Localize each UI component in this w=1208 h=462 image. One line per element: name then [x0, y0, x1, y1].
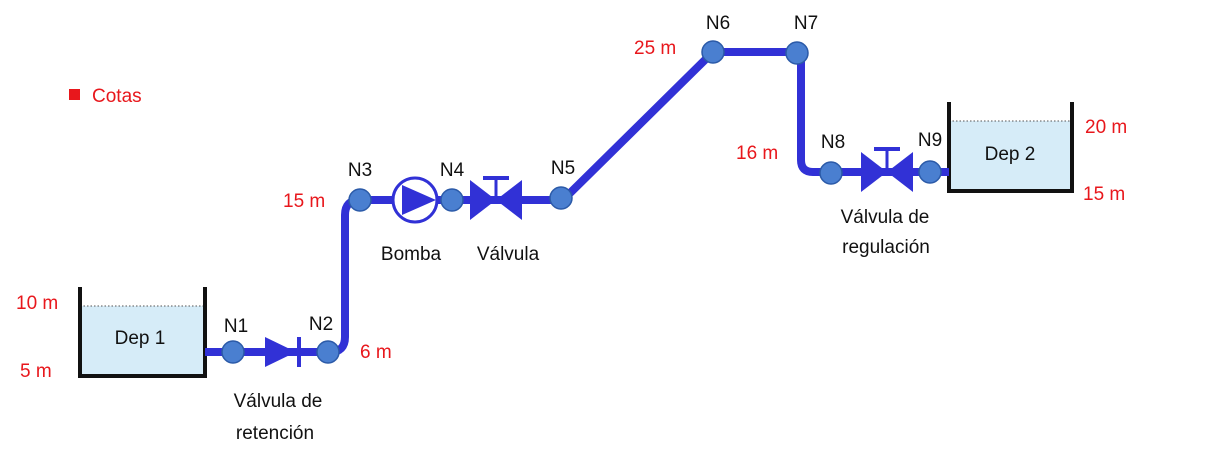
node-n3 [348, 188, 372, 212]
node-label-n3: N3 [348, 160, 372, 181]
cota-n2: 6 m [360, 342, 392, 363]
legend-label: Cotas [92, 86, 142, 107]
regulating-valve [861, 147, 913, 192]
cota-dep1-top: 10 m [16, 293, 58, 314]
tank-dep1: Dep 1 [78, 287, 207, 378]
regulating-valve-label-line2: regulación [842, 237, 930, 258]
node-label-n6: N6 [706, 13, 730, 34]
tank-dep2: Dep 2 [947, 102, 1074, 193]
node-n9 [918, 160, 942, 184]
pump-arrow [402, 185, 436, 215]
tank-water [949, 121, 1072, 191]
node-label-n4: N4 [440, 160, 465, 181]
regulating-valve-right-icon [887, 152, 913, 192]
node-n6 [701, 40, 725, 64]
tank-wall [78, 287, 207, 378]
valve [470, 176, 522, 220]
node-n4 [440, 188, 464, 212]
tank-label: Dep 2 [985, 144, 1036, 165]
node-label-n5: N5 [551, 158, 575, 179]
check-valve [265, 337, 301, 367]
node-n2 [316, 340, 340, 364]
valve-label: Válvula [477, 244, 540, 265]
node-n1 [221, 340, 245, 364]
tank-water [80, 306, 205, 376]
nodes [221, 40, 942, 364]
check-valve-icon [265, 337, 296, 367]
node-label-n2: N2 [309, 314, 333, 335]
check-valve-label-line1: Válvula de [234, 391, 323, 412]
node-label-n1: N1 [224, 316, 248, 337]
pipe-line [205, 48, 949, 356]
cota-dep1-bottom: 5 m [20, 361, 52, 382]
tank-label: Dep 1 [115, 328, 166, 349]
node-n5 [549, 186, 573, 210]
pump [391, 176, 439, 224]
pump-label: Bomba [381, 244, 442, 265]
regulating-valve-left-icon [861, 152, 887, 192]
cota-n6: 25 m [634, 38, 676, 59]
pipe-network [205, 48, 949, 356]
valve-left-icon [470, 180, 496, 220]
cota-n8: 16 m [736, 143, 778, 164]
cota-dep2-bottom: 15 m [1083, 184, 1125, 205]
cota-n3: 15 m [283, 191, 325, 212]
tank-wall [947, 102, 1074, 193]
node-n7 [785, 41, 809, 65]
cota-dep2-top: 20 m [1085, 117, 1127, 138]
node-label-n9: N9 [918, 130, 942, 151]
node-n8 [819, 161, 843, 185]
check-valve-label-line2: retención [236, 423, 314, 444]
node-label-n8: N8 [821, 132, 845, 153]
valve-right-icon [496, 180, 522, 220]
regulating-valve-label-line1: Válvula de [841, 207, 930, 228]
red-square-icon [69, 89, 80, 100]
node-label-n7: N7 [794, 13, 818, 34]
